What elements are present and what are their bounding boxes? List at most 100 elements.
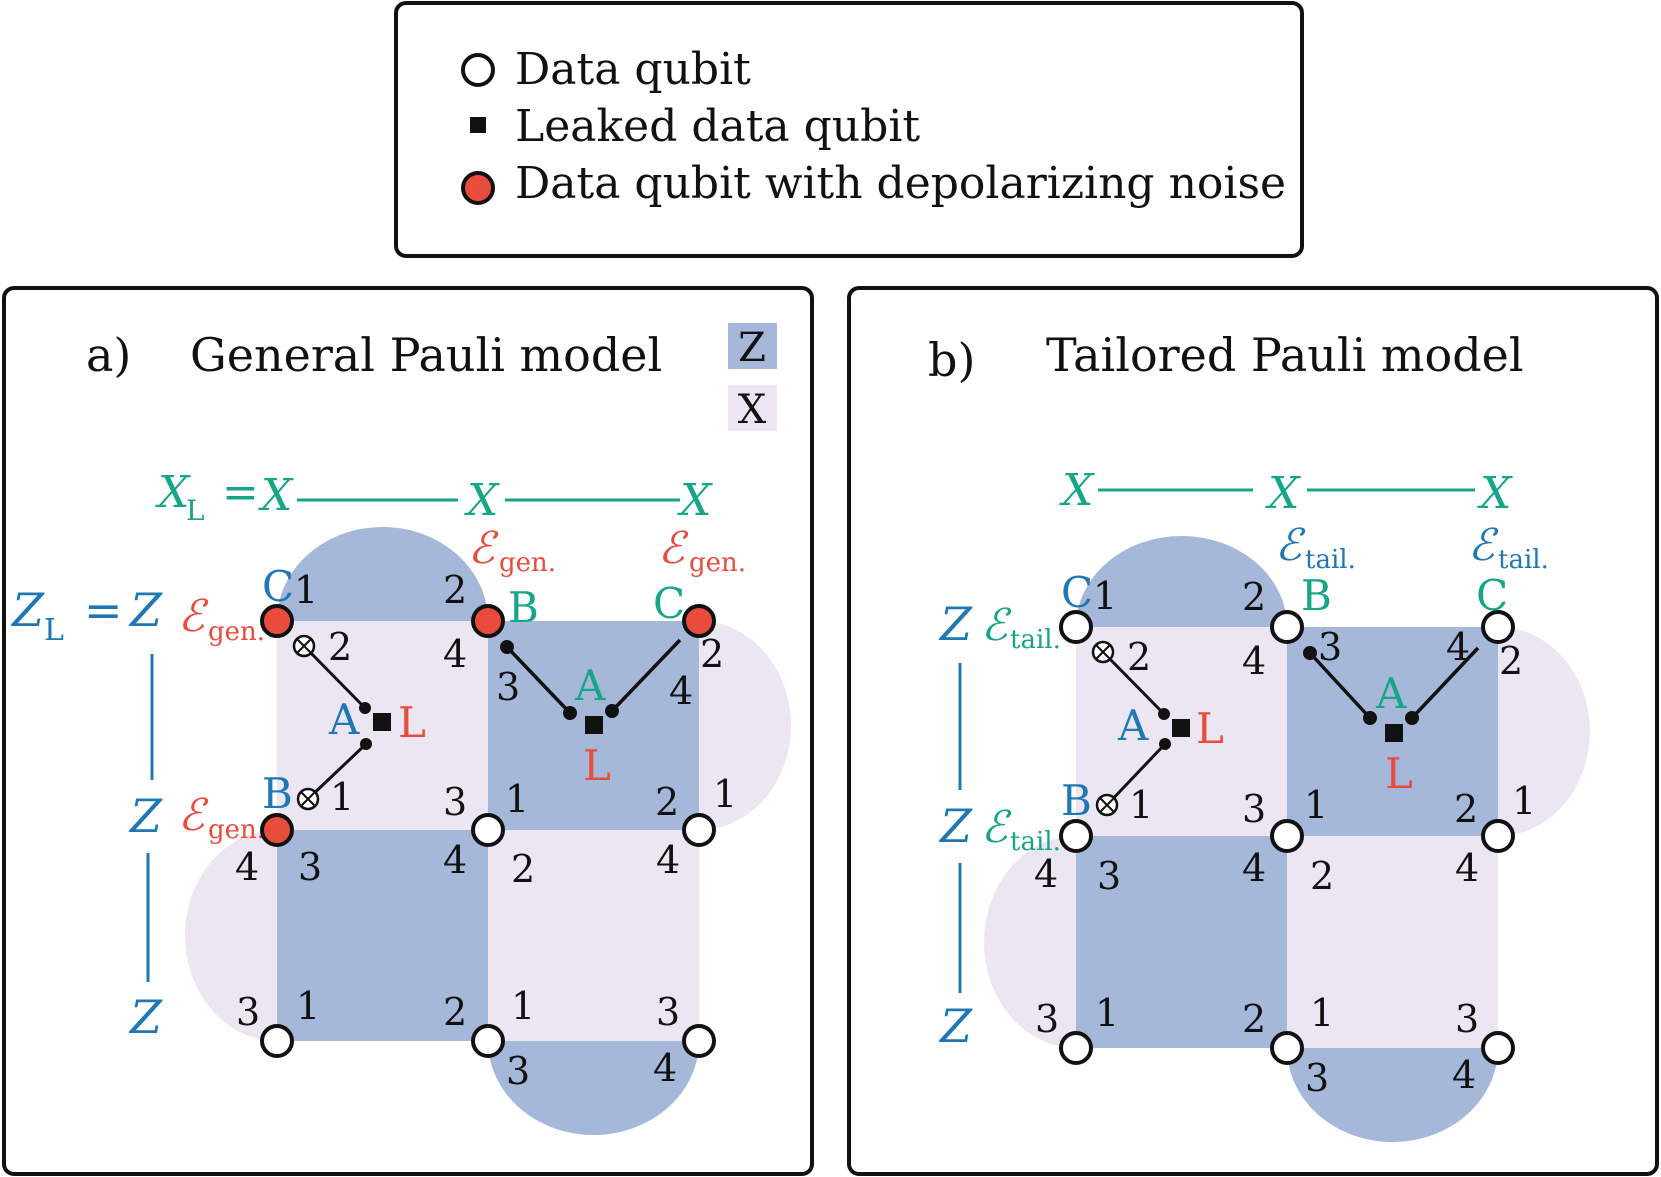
noisy-qubit-a-3	[682, 604, 716, 638]
gate-lines-b-left: A L 2 1	[1091, 635, 1224, 827]
svg-text:2: 2	[443, 568, 467, 612]
svg-text:3: 3	[1305, 1056, 1329, 1100]
x-logical-b: X X X	[1059, 465, 1513, 519]
svg-text:X: X	[1059, 465, 1095, 516]
svg-text:X: X	[258, 470, 294, 521]
svg-text:4: 4	[1242, 846, 1266, 890]
data-qubit-b-2	[1270, 610, 1304, 644]
svg-text:1: 1	[505, 777, 529, 821]
x-logical-a: X L = X X X	[155, 467, 713, 527]
legend-box: Data qubit Leaked data qubit Data qubit …	[394, 1, 1304, 258]
legend-data-qubit: Data qubit	[515, 44, 751, 95]
noisy-qubit-a-2	[471, 604, 505, 638]
svg-text:ℰ: ℰ	[981, 600, 1012, 651]
data-qubit-a-5	[471, 813, 505, 847]
svg-text:gen.: gen.	[208, 617, 265, 647]
noisy-qubit-a-4	[260, 813, 294, 847]
svg-text:3: 3	[496, 665, 520, 709]
z-logical-b: Z Z Z	[938, 597, 973, 1053]
svg-text:C: C	[1476, 571, 1508, 620]
panel-a: Z X a) General Pauli model X L = X X X Z…	[2, 286, 814, 1176]
svg-text:ℰ: ℰ	[981, 802, 1012, 853]
panel-b: b) Tailored Pauli model X X X Z Z Z ℰ ta…	[847, 286, 1659, 1176]
svg-text:X: X	[464, 475, 500, 526]
svg-text:4: 4	[1455, 846, 1479, 890]
data-qubit-b-3	[1481, 610, 1515, 644]
svg-text:Z: Z	[128, 583, 163, 637]
svg-text:4: 4	[1034, 852, 1058, 896]
svg-text:ℰ: ℰ	[178, 790, 209, 841]
svg-text:3: 3	[1318, 625, 1342, 669]
data-qubit-b-9	[1481, 1031, 1515, 1065]
noise-labels-b: ℰ tail. ℰ tail. ℰ tail. ℰ tail.	[981, 520, 1549, 857]
svg-text:4: 4	[1242, 639, 1266, 683]
svg-text:Z: Z	[10, 583, 45, 637]
leaked-qubit-icon	[470, 117, 486, 133]
svg-text:L: L	[1196, 704, 1224, 753]
svg-text:1: 1	[713, 772, 737, 816]
svg-text:L: L	[398, 698, 426, 747]
svg-text:4: 4	[656, 838, 680, 882]
data-qubit-b-6	[1481, 819, 1515, 853]
svg-text:4: 4	[653, 1046, 677, 1090]
noise-labels-a: ℰ gen. ℰ gen. ℰ gen. ℰ gen.	[178, 523, 746, 845]
z-key-label: Z	[738, 325, 766, 371]
svg-text:3: 3	[236, 990, 260, 1034]
svg-text:tail.: tail.	[1010, 827, 1061, 857]
svg-text:ℰ: ℰ	[468, 523, 499, 574]
svg-text:tail.: tail.	[1305, 545, 1356, 575]
svg-text:Z: Z	[938, 597, 973, 651]
svg-text:X: X	[1265, 468, 1301, 519]
svg-text:=: =	[84, 583, 123, 637]
data-qubit-a-6	[682, 813, 716, 847]
svg-text:2: 2	[700, 632, 724, 676]
gate-lines-a-right: A L 3 4	[496, 638, 693, 790]
gate-lines-a-left: A L 2 1	[292, 625, 426, 819]
data-qubit-b-8	[1270, 1031, 1304, 1065]
qubits-a	[260, 604, 716, 1058]
svg-text:2: 2	[1499, 639, 1523, 683]
svg-text:2: 2	[443, 990, 467, 1034]
leaked-qubit-b-right	[1385, 724, 1403, 742]
svg-text:X: X	[155, 467, 191, 518]
svg-text:gen.: gen.	[689, 548, 746, 578]
svg-text:ℰ: ℰ	[1468, 520, 1499, 571]
svg-text:4: 4	[669, 669, 693, 713]
svg-text:2: 2	[511, 847, 535, 891]
panel-a-tag: a)	[86, 328, 131, 382]
noisy-qubit-a-1	[260, 604, 294, 638]
svg-text:A: A	[1375, 669, 1407, 718]
svg-text:tail.: tail.	[1498, 545, 1549, 575]
svg-text:1: 1	[296, 984, 320, 1028]
svg-text:2: 2	[328, 625, 352, 669]
svg-text:L: L	[44, 613, 64, 648]
svg-text:tail.: tail.	[1010, 625, 1061, 655]
svg-text:4: 4	[443, 632, 467, 676]
svg-text:1: 1	[1512, 779, 1536, 823]
leaked-qubit-a-left	[373, 713, 391, 731]
data-qubit-b-7	[1059, 1031, 1093, 1065]
svg-text:gen.: gen.	[208, 815, 265, 845]
z-logical-a: Z L = Z Z Z	[10, 583, 163, 1044]
svg-text:A: A	[1117, 701, 1149, 750]
svg-text:=: =	[222, 467, 259, 518]
svg-text:B: B	[262, 769, 293, 818]
svg-text:3: 3	[656, 990, 680, 1034]
svg-text:2: 2	[1242, 575, 1266, 619]
svg-text:3: 3	[1242, 787, 1266, 831]
svg-text:1: 1	[1093, 574, 1117, 618]
data-qubit-a-9	[682, 1024, 716, 1058]
svg-text:4: 4	[1452, 1053, 1476, 1097]
x-key-swatch	[728, 385, 777, 431]
svg-text:X: X	[1477, 468, 1513, 519]
svg-text:1: 1	[1129, 783, 1153, 827]
leaked-qubit-b-left	[1172, 719, 1190, 737]
svg-text:2: 2	[1127, 635, 1151, 679]
svg-text:3: 3	[298, 845, 322, 889]
svg-text:A: A	[574, 661, 606, 710]
svg-text:1: 1	[330, 775, 354, 819]
panel-b-tag: b)	[928, 333, 975, 387]
svg-text:1: 1	[1310, 991, 1334, 1035]
svg-text:1: 1	[1095, 991, 1119, 1035]
